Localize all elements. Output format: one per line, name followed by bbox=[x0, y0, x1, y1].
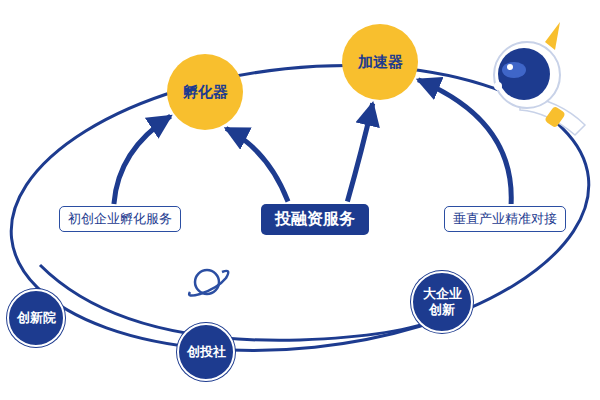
node-text: 创投社 bbox=[187, 344, 226, 360]
curved-arrow bbox=[226, 128, 288, 201]
planet-icon bbox=[189, 270, 228, 296]
node-text: 加速器 bbox=[358, 53, 403, 72]
curved-arrow bbox=[418, 80, 511, 204]
node-text: 创新院 bbox=[17, 310, 56, 326]
node-text: 孵化器 bbox=[183, 83, 228, 102]
service-label-box: 初创企业孵化服务 bbox=[59, 206, 181, 232]
node-text: 大企业 创新 bbox=[418, 286, 466, 317]
inner-orbit bbox=[40, 265, 440, 340]
incubator-circle: 孵化器 bbox=[167, 54, 243, 130]
financing-label-box: 投融资服务 bbox=[261, 204, 369, 235]
astronaut-illustration bbox=[494, 22, 585, 135]
accelerator-circle: 加速器 bbox=[342, 24, 418, 100]
curved-arrow bbox=[347, 103, 372, 201]
outer-orbit bbox=[0, 38, 600, 377]
institute-circle: 创新院 bbox=[7, 289, 65, 347]
curved-arrow bbox=[114, 116, 171, 204]
venture-club-circle: 创投社 bbox=[177, 323, 235, 381]
industry-label-box: 垂直产业精准对接 bbox=[444, 206, 566, 232]
node-text: 初创企业孵化服务 bbox=[68, 210, 172, 228]
node-text: 投融资服务 bbox=[275, 209, 355, 230]
node-text: 垂直产业精准对接 bbox=[453, 210, 557, 228]
enterprise-circle: 大企业 创新 bbox=[411, 271, 473, 333]
